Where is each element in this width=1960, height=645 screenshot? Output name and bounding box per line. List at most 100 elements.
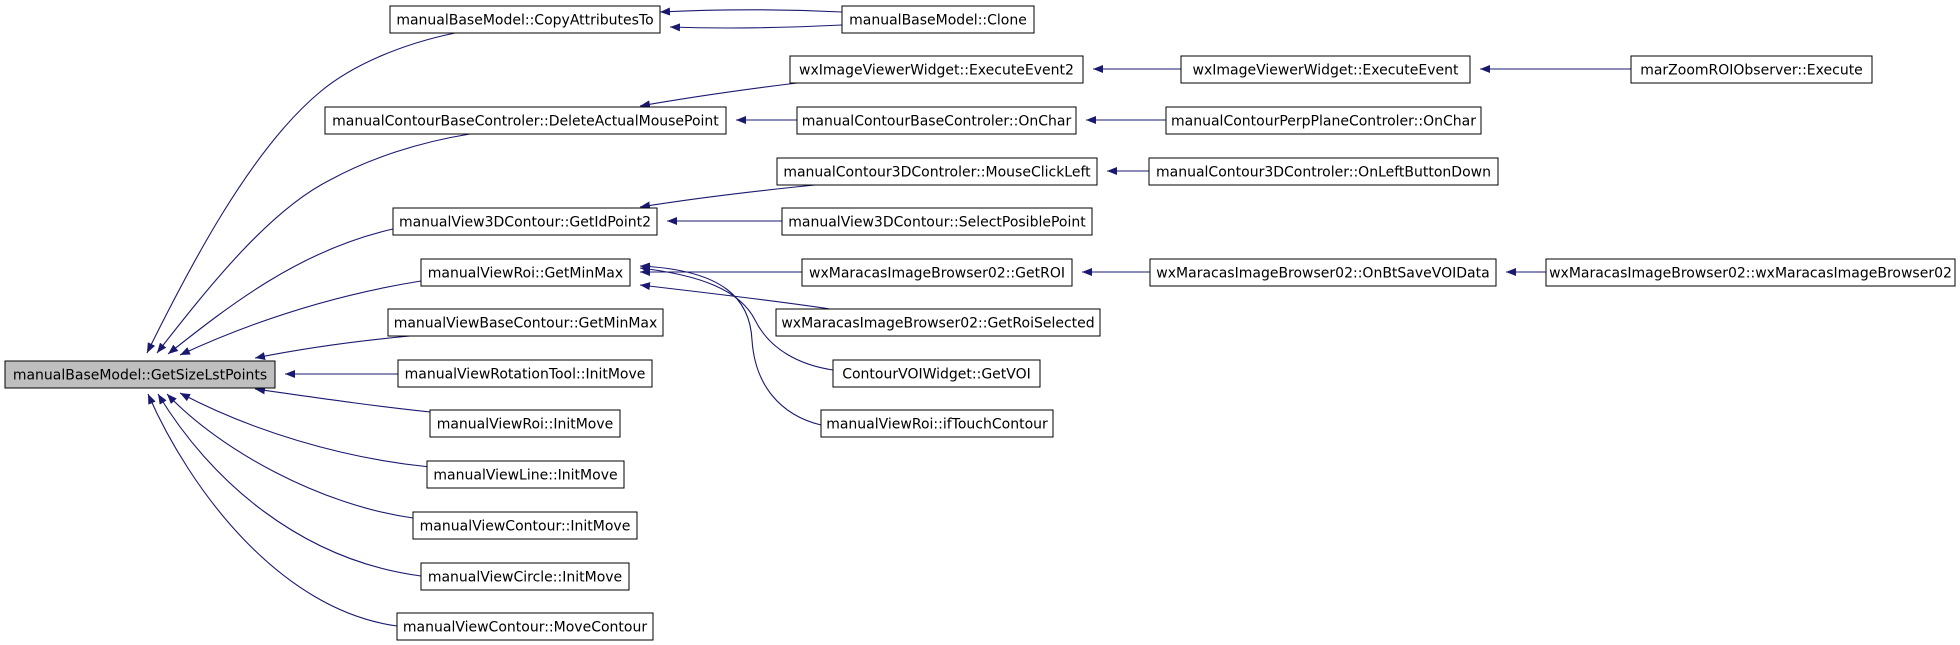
node-circle-init-move[interactable]: manualViewCircle::InitMove — [420, 562, 630, 591]
node-label: manualContour3DControler::MouseClickLeft — [783, 165, 1091, 181]
node-label: manualViewRoi::InitMove — [437, 417, 614, 433]
node-get-roi[interactable]: wxMaracasImageBrowser02::GetROI — [801, 258, 1073, 287]
node-box — [781, 207, 1093, 236]
node-box — [801, 258, 1073, 287]
node-roi-init-move[interactable]: manualViewRoi::InitMove — [429, 409, 621, 438]
node-label: wxMaracasImageBrowser02::OnBtSaveVOIData — [1156, 266, 1489, 282]
edge-contourinitmove-to-root — [166, 393, 414, 519]
node-contour-init-move[interactable]: manualViewContour::InitMove — [412, 511, 638, 540]
node-execute-event[interactable]: wxImageViewerWidget::ExecuteEvent — [1180, 55, 1471, 84]
edge-executeevent2-to-deleteactualmousepoint — [639, 82, 798, 109]
node-box — [420, 258, 631, 287]
edge-roigetminmax-to-root — [179, 280, 422, 356]
node-mouse-click-left[interactable]: manualContour3DControler::MouseClickLeft — [776, 157, 1098, 186]
node-label: manualViewLine::InitMove — [433, 468, 617, 484]
node-label: manualViewRoi::GetMinMax — [428, 266, 623, 282]
edge-copyattributesto-to-root — [146, 32, 456, 354]
node-box — [1545, 258, 1956, 287]
node-box — [1180, 55, 1471, 84]
node-label: manualViewContour::InitMove — [420, 519, 631, 535]
edge-getidpoint2-to-root — [167, 228, 394, 355]
node-box — [412, 511, 638, 540]
node-label: manualBaseModel::CopyAttributesTo — [396, 13, 653, 29]
node-label: manualViewCircle::InitMove — [428, 570, 622, 586]
node-box — [1165, 106, 1482, 135]
node-box — [4, 360, 276, 389]
node-copy-attributes-to[interactable]: manualBaseModel::CopyAttributesTo — [389, 5, 661, 34]
node-label: manualViewRotationTool::InitMove — [405, 367, 646, 383]
node-label: manualBaseModel::Clone — [849, 13, 1027, 29]
edge-movecontour-to-root — [147, 393, 398, 627]
node-box — [397, 359, 653, 388]
node-zoom-execute[interactable]: marZoomROIObserver::Execute — [1630, 55, 1873, 84]
node-box — [392, 207, 658, 236]
node-box — [396, 612, 654, 641]
edge-clone-to-copyattributesto — [659, 7, 843, 16]
node-browser-ctor[interactable]: wxMaracasImageBrowser02::wxMaracasImageB… — [1545, 258, 1956, 287]
edge-getvoi-to-roigetminmax — [639, 265, 834, 371]
edge-copyattributesto-to-clone — [669, 23, 843, 32]
node-label: manualView3DContour::SelectPosiblePoint — [788, 215, 1086, 231]
node-label: manualContourBaseControler::DeleteActual… — [332, 114, 719, 130]
node-select-posible-point[interactable]: manualView3DContour::SelectPosiblePoint — [781, 207, 1093, 236]
node-box — [387, 308, 664, 337]
edge-lineinitmove-to-root — [179, 392, 431, 468]
node-box — [420, 562, 630, 591]
node-label: wxImageViewerWidget::ExecuteEvent — [1193, 63, 1460, 79]
node-roi-get-min-max[interactable]: manualViewRoi::GetMinMax — [420, 258, 631, 287]
node-box — [429, 409, 621, 438]
node-label: wxImageViewerWidget::ExecuteEvent2 — [799, 63, 1074, 79]
node-clone[interactable]: manualBaseModel::Clone — [841, 5, 1035, 34]
node-get-voi[interactable]: ContourVOIWidget::GetVOI — [832, 359, 1041, 388]
node-move-contour[interactable]: manualViewContour::MoveContour — [396, 612, 654, 641]
node-label: manualViewBaseContour::GetMinMax — [394, 316, 658, 332]
node-perp-on-char[interactable]: manualContourPerpPlaneControler::OnChar — [1165, 106, 1482, 135]
edge-deleteactualmousepoint-to-root — [156, 133, 471, 354]
node-box — [1148, 157, 1499, 186]
node-line-init-move[interactable]: manualViewLine::InitMove — [426, 460, 625, 489]
edge-basecontourgetminmax-to-root — [254, 335, 411, 360]
nodes-layer: manualBaseModel::GetSizeLstPoints manualB… — [4, 5, 1956, 641]
node-box — [796, 106, 1077, 135]
node-box — [1149, 258, 1497, 287]
node-box — [841, 5, 1035, 34]
node-base-contour-get-min-max[interactable]: manualViewBaseContour::GetMinMax — [387, 308, 664, 337]
node-box — [776, 157, 1098, 186]
node-label: manualContourPerpPlaneControler::OnChar — [1171, 114, 1476, 130]
node-label: wxMaracasImageBrowser02::wxMaracasImageB… — [1549, 266, 1952, 282]
node-box — [789, 55, 1084, 84]
edge-mouseclickleft-to-getidpoint2 — [639, 184, 816, 210]
node-box — [820, 409, 1054, 438]
node-label: ContourVOIWidget::GetVOI — [842, 367, 1031, 383]
node-execute-event2[interactable]: wxImageViewerWidget::ExecuteEvent2 — [789, 55, 1084, 84]
node-label: manualContour3DControler::OnLeftButtonDo… — [1156, 165, 1491, 181]
node-on-left-button-down[interactable]: manualContour3DControler::OnLeftButtonDo… — [1148, 157, 1499, 186]
node-box — [426, 460, 625, 489]
node-get-roi-selected[interactable]: wxMaracasImageBrowser02::GetRoiSelected — [775, 308, 1101, 337]
edge-roiinitmove-to-root — [254, 386, 441, 414]
node-label: manualView3DContour::GetIdPoint2 — [399, 215, 651, 231]
node-label: manualViewRoi::ifTouchContour — [826, 417, 1048, 433]
node-delete-actual-mouse-point[interactable]: manualContourBaseControler::DeleteActual… — [324, 106, 727, 135]
node-box — [389, 5, 661, 34]
node-box — [832, 359, 1041, 388]
node-label: manualViewContour::MoveContour — [403, 620, 647, 636]
node-label: manualBaseModel::GetSizeLstPoints — [13, 368, 267, 384]
node-if-touch-contour[interactable]: manualViewRoi::ifTouchContour — [820, 409, 1054, 438]
node-box — [1630, 55, 1873, 84]
edge-iftouchcontour-to-roigetminmax — [639, 262, 822, 426]
node-box — [775, 308, 1101, 337]
root-node[interactable]: manualBaseModel::GetSizeLstPoints — [4, 360, 276, 389]
node-rotation-init-move[interactable]: manualViewRotationTool::InitMove — [397, 359, 653, 388]
node-label: marZoomROIObserver::Execute — [1640, 63, 1863, 79]
node-box — [324, 106, 727, 135]
node-label: wxMaracasImageBrowser02::GetROI — [809, 266, 1065, 282]
edge-circleinitmove-to-root — [157, 393, 422, 577]
node-label: wxMaracasImageBrowser02::GetRoiSelected — [781, 316, 1094, 332]
node-on-bt-save-voi-data[interactable]: wxMaracasImageBrowser02::OnBtSaveVOIData — [1149, 258, 1497, 287]
node-label: manualContourBaseControler::OnChar — [802, 114, 1072, 130]
node-get-id-point2[interactable]: manualView3DContour::GetIdPoint2 — [392, 207, 658, 236]
edges-layer — [146, 7, 1631, 627]
node-base-on-char[interactable]: manualContourBaseControler::OnChar — [796, 106, 1077, 135]
